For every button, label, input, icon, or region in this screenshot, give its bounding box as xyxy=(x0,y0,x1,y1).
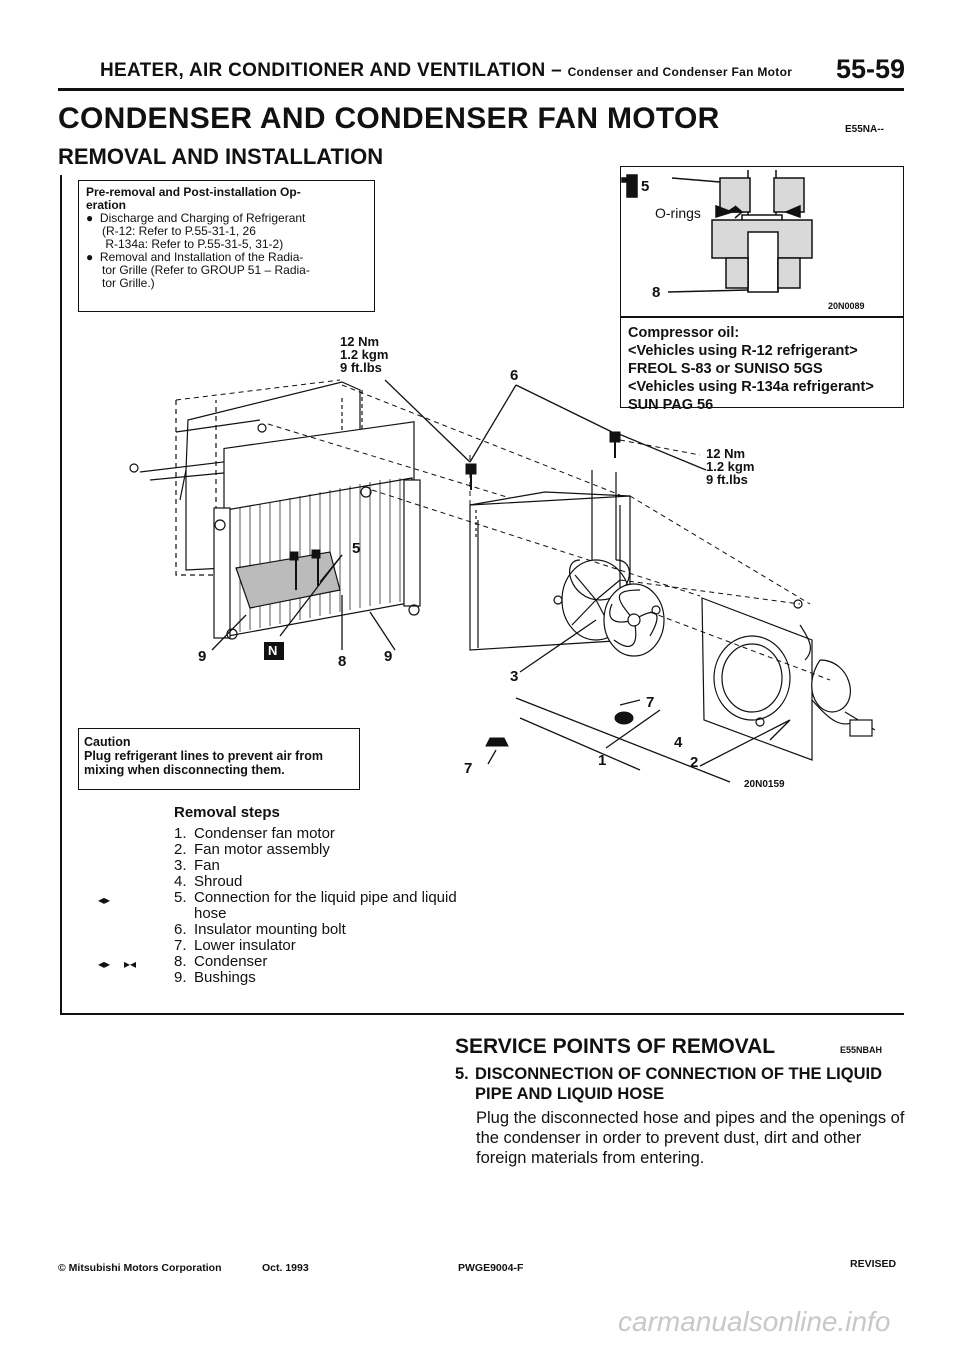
paren-line: R-134a: Refer to P.55-31-5, 31-2) xyxy=(105,237,284,251)
list-item: 6.Insulator mounting bolt xyxy=(174,921,346,938)
callout-9-right: 9 xyxy=(384,648,393,665)
callout-5: 5 xyxy=(352,540,361,557)
bullet-item: ● Discharge and Charging of Refrigerant xyxy=(86,211,306,225)
left-rule xyxy=(60,175,62,1015)
service-step-body: Plug the disconnected hose and pipes and… xyxy=(476,1109,905,1167)
oil-r134a-label: <Vehicles using R-134a refrigerant> xyxy=(628,379,874,395)
caution-title: Caution xyxy=(84,735,131,749)
footer-status: REVISED xyxy=(850,1258,897,1270)
bullet-cont: tor Grille (Refer to GROUP 51 – Radia- xyxy=(102,263,310,277)
compressor-oil-note: Compressor oil: <Vehicles using R-12 ref… xyxy=(628,324,874,414)
callout-1: 1 xyxy=(598,752,607,769)
page-number: 55-59 xyxy=(836,54,906,84)
oil-r12-label: <Vehicles using R-12 refrigerant> xyxy=(628,343,858,359)
oil-r12-value: FREOL S-83 or SUNISO 5GS xyxy=(628,361,823,377)
radiator-fan-drawing xyxy=(469,470,876,761)
service-marker-step5: ◂▸ xyxy=(98,893,111,907)
caution-box: Caution Plug refrigerant lines to preven… xyxy=(78,728,360,790)
service-points-code: E55NBAH xyxy=(840,1045,883,1055)
n-badge-letter: N xyxy=(268,643,278,658)
callout-7-left: 7 xyxy=(464,760,473,777)
list-item: 1.Condenser fan motor xyxy=(174,825,335,842)
main-title: CONDENSER AND CONDENSER FAN MOTOR xyxy=(58,102,720,135)
section-code: E55NA-- xyxy=(845,124,884,135)
inset-box xyxy=(620,166,904,408)
bullet-cont: tor Grille.) xyxy=(102,276,155,290)
callout-3: 3 xyxy=(510,668,519,685)
callout-4: 4 xyxy=(674,734,683,751)
callout-6: 6 xyxy=(510,367,519,384)
callout-9-left: 9 xyxy=(198,648,207,665)
pre-removal-heading-cont: eration xyxy=(86,198,127,212)
footer-date: Oct. 1993 xyxy=(262,1262,309,1274)
list-item: hose xyxy=(194,905,227,922)
condenser-drawing xyxy=(129,381,421,640)
pre-removal-box: Pre-removal and Post-installation Op- er… xyxy=(78,180,375,312)
inset-label-5: 5 xyxy=(641,178,650,195)
service-step-heading: 5.DISCONNECTION OF CONNECTION OF THE LIQ… xyxy=(455,1065,882,1103)
list-item: 3.Fan xyxy=(174,857,220,874)
callout-8: 8 xyxy=(338,653,347,670)
callout-2: 2 xyxy=(690,754,699,771)
torque-spec-1: 12 Nm 1.2 kgm 9 ft.lbs xyxy=(340,334,389,375)
caution-line: mixing when disconnecting them. xyxy=(84,763,285,777)
header-title: HEATER, AIR CONDITIONER AND VENTILATION … xyxy=(100,60,793,81)
list-item: 8.Condenser xyxy=(174,953,268,970)
list-item: 4.Shroud xyxy=(174,873,243,890)
pre-removal-heading: Pre-removal and Post-installation Op- xyxy=(86,185,301,199)
sub-title: REMOVAL AND INSTALLATION xyxy=(58,144,384,169)
list-item: 7.Lower insulator xyxy=(174,937,296,954)
torque-spec-2: 12 Nm 1.2 kgm 9 ft.lbs xyxy=(706,446,755,487)
n-badge-box xyxy=(264,642,284,660)
list-item: 9.Bushings xyxy=(174,969,256,986)
removal-steps-list: 1.Condenser fan motor 2.Fan motor assemb… xyxy=(174,826,457,986)
caution-line: Plug refrigerant lines to prevent air fr… xyxy=(84,749,323,763)
service-points-title: SERVICE POINTS OF REMOVAL xyxy=(455,1035,776,1058)
bolt-icons xyxy=(289,431,634,747)
inset-figure-code: 20N0089 xyxy=(828,301,865,311)
header-subtitle: Condenser and Condenser Fan Motor xyxy=(567,65,793,79)
list-item: 2.Fan motor assembly xyxy=(174,841,330,858)
bullet-item: ● Removal and Installation of the Radia- xyxy=(86,250,304,264)
oil-r134a-value: SUN PAG 56 xyxy=(628,397,714,413)
removal-steps: Removal steps 1.Condenser fan motor 2.Fa… xyxy=(174,805,457,986)
inset-label-orings: O-rings xyxy=(655,205,701,221)
inset-label-8: 8 xyxy=(652,284,661,301)
figure-code: 20N0159 xyxy=(744,779,785,790)
callout-7-right: 7 xyxy=(646,694,655,711)
removal-steps-heading: Removal steps xyxy=(174,804,280,821)
service-marker-step8-install: ▸◂ xyxy=(124,957,137,971)
footer-document-code: PWGE9004-F xyxy=(458,1262,524,1274)
oil-heading: Compressor oil: xyxy=(628,325,740,341)
paren-line: (R-12: Refer to P.55-31-1, 26 xyxy=(102,224,256,238)
inset-divider xyxy=(620,316,904,318)
service-marker-step8-removal: ◂▸ xyxy=(98,957,111,971)
bottom-rule xyxy=(60,1013,904,1015)
watermark: carmanualsonline.info xyxy=(618,1306,891,1337)
inset-pipe-drawing xyxy=(621,170,813,293)
header-rule xyxy=(58,88,904,91)
list-item: 5.Connection for the liquid pipe and liq… xyxy=(174,889,457,906)
footer-copyright: © Mitsubishi Motors Corporation xyxy=(58,1262,222,1274)
